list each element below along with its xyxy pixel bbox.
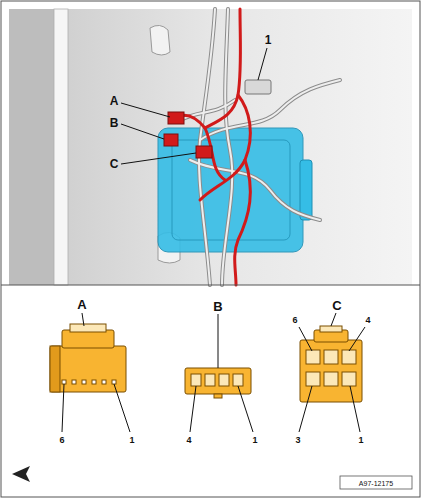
connector-a-drawing: [50, 324, 126, 392]
photo-view: [9, 9, 412, 285]
plug-c: [196, 146, 212, 158]
wiring-highlight: [180, 9, 340, 285]
connector-letter: A: [77, 298, 86, 311]
pin-number: 4: [365, 316, 370, 325]
module-tab: [300, 160, 312, 220]
direction-arrow: [12, 466, 30, 482]
plug-a: [168, 112, 184, 124]
clip: [150, 25, 170, 55]
pin-number: 1: [358, 436, 363, 445]
pin-number: 4: [186, 436, 191, 445]
wiring-harness: [180, 9, 340, 285]
pin-leaders: [62, 313, 365, 432]
leader-lines: [121, 48, 267, 164]
callout-letter: B: [110, 117, 119, 129]
callout-number: 1: [265, 34, 272, 46]
figure-code: A97-12175: [359, 480, 393, 487]
inline-connector: [245, 80, 271, 94]
pin-number: 1: [129, 436, 134, 445]
callout-letter: C: [110, 158, 119, 170]
code-box: [340, 476, 412, 489]
plug-b: [164, 134, 178, 146]
connector-c-drawing: [300, 326, 362, 402]
callout-letter: A: [110, 95, 119, 107]
connector-letter: B: [213, 300, 222, 313]
trim-shadow: [9, 9, 54, 285]
photo-ground: [9, 9, 412, 285]
pin-number: 6: [292, 316, 297, 325]
red-wiring: [175, 9, 250, 285]
pin-number: 3: [295, 436, 300, 445]
pin-number: 1: [252, 436, 257, 445]
divider: [1, 285, 420, 286]
trim-strip: [54, 9, 68, 285]
pin-number: 6: [59, 436, 64, 445]
connector-letter: C: [332, 299, 341, 312]
